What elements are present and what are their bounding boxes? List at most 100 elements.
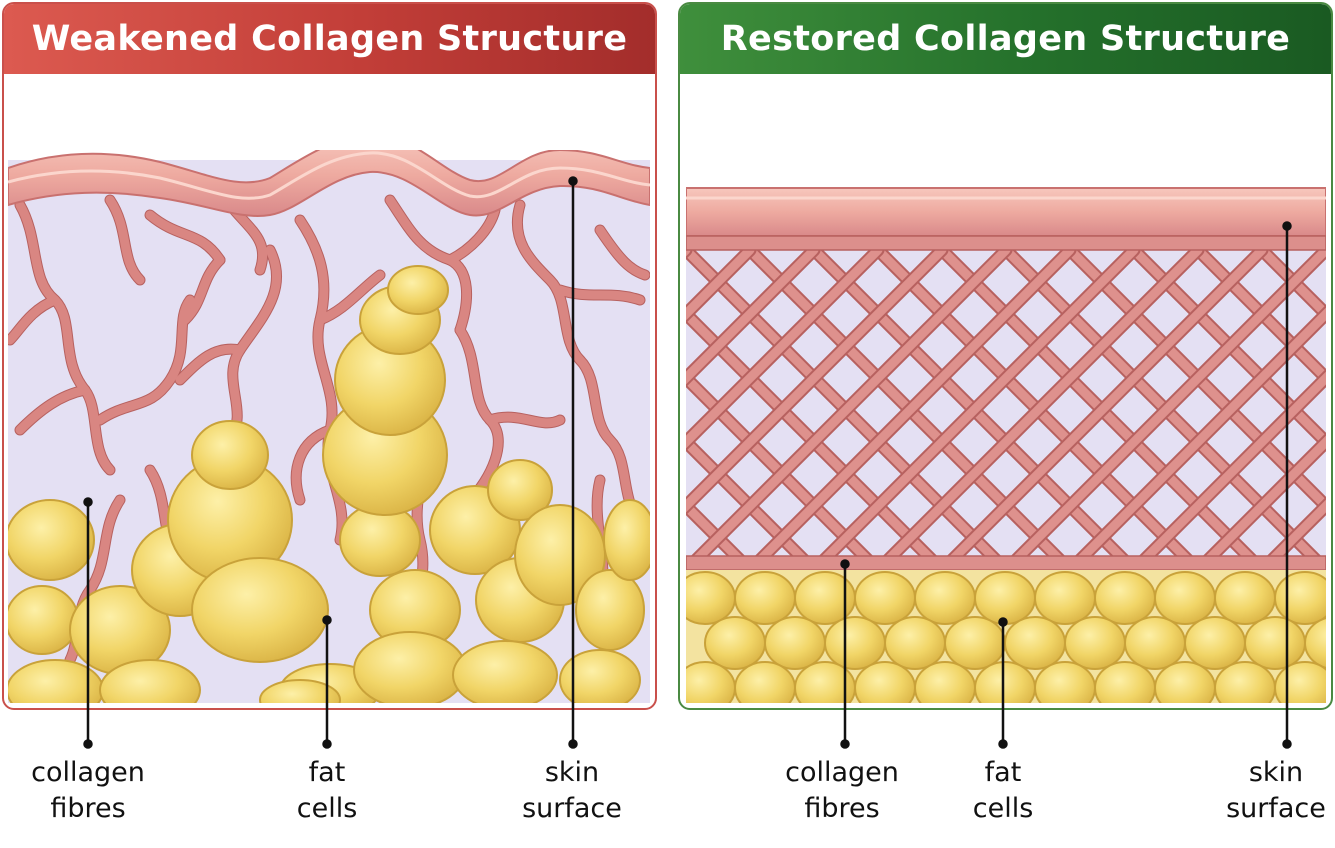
fat-cell — [974, 571, 1036, 625]
mesh-fibre — [1075, 307, 1326, 565]
mesh-fibre — [1257, 245, 1326, 321]
mesh-fibre — [755, 245, 1075, 565]
mesh-fibre — [1129, 245, 1326, 449]
mesh-fibre — [686, 245, 819, 385]
mesh-fibre — [1193, 245, 1326, 385]
fat-cell — [914, 571, 976, 625]
fat-cell — [259, 679, 341, 703]
mesh-fibre — [1267, 499, 1326, 565]
fat-cell — [734, 661, 796, 703]
fat-cell — [1004, 616, 1066, 670]
fat-cell — [191, 420, 269, 490]
weakened-tissue — [8, 150, 650, 703]
fat-cell — [1064, 616, 1126, 670]
restored-skin-surface — [686, 187, 1326, 237]
fibre-strand — [512, 200, 585, 365]
mesh-fibre — [1139, 371, 1326, 565]
fat-cell — [1274, 571, 1326, 625]
weakened-skin-surface — [8, 150, 650, 217]
fibre-strand — [95, 295, 195, 425]
fibre-strand — [595, 225, 650, 280]
fat-cell — [686, 661, 736, 703]
mesh-fibre — [691, 245, 1011, 565]
fibre-strand — [180, 255, 225, 325]
mesh-fibre — [947, 245, 1267, 565]
restored-matrix — [686, 250, 1326, 570]
fibre-strand — [145, 210, 225, 265]
fat-cell — [1094, 661, 1156, 703]
fibre-strand — [575, 355, 645, 525]
fibre-strand — [15, 200, 115, 475]
fat-cell — [559, 649, 641, 703]
restored-base-fibre — [686, 555, 1326, 571]
mesh-fibre — [1321, 245, 1326, 257]
fat-cell — [854, 571, 916, 625]
mesh-fibre — [1065, 245, 1326, 513]
mesh-fibre — [1203, 435, 1326, 565]
fat-cell — [854, 661, 916, 703]
fat-cell — [686, 571, 736, 625]
restored-skin-underlayer — [686, 235, 1326, 251]
fat-cell — [487, 459, 553, 521]
fat-cell — [387, 265, 449, 315]
fat-cell — [191, 557, 329, 663]
fibre-strand — [15, 385, 90, 435]
fibre-strand — [445, 205, 500, 265]
fat-cell — [884, 616, 946, 670]
fat-cell — [1214, 571, 1276, 625]
weakened-skin-highlight — [8, 151, 650, 200]
leader-lines — [83, 176, 1292, 749]
fat-cell — [99, 659, 201, 703]
mesh-fibre — [819, 245, 1139, 565]
fat-cell — [1154, 661, 1216, 703]
fat-cell — [1154, 571, 1216, 625]
mesh-fibre-shadow — [1319, 243, 1326, 260]
fibre-strand — [555, 285, 645, 305]
fat-cell — [764, 616, 826, 670]
fat-cell — [1124, 616, 1186, 670]
mesh-fibre — [1011, 245, 1326, 565]
fibre-strand — [291, 425, 335, 505]
fibre-strand — [8, 295, 60, 345]
restored-fat-cells — [686, 571, 1326, 703]
fat-cell — [734, 571, 796, 625]
fat-cell — [8, 585, 79, 655]
fibre-strand — [175, 344, 245, 385]
fat-cell — [1184, 616, 1246, 670]
fat-cell — [974, 661, 1036, 703]
restored-collagen-mesh — [686, 243, 1326, 567]
restored-panel-title: Restored Collagen Structure — [680, 4, 1331, 74]
fat-cell — [603, 499, 650, 581]
fat-cell — [704, 616, 766, 670]
weakened-fat-cells — [8, 265, 650, 703]
fat-cell — [1274, 661, 1326, 703]
fat-cell — [353, 631, 467, 703]
mesh-fibre — [686, 245, 755, 321]
fat-cell — [914, 661, 976, 703]
fat-cell — [1034, 661, 1096, 703]
fat-cell — [8, 499, 95, 581]
restored-tissue — [686, 187, 1326, 703]
fibre-strand — [105, 195, 145, 285]
mesh-fibre — [883, 245, 1203, 565]
fat-cell — [575, 569, 645, 651]
fat-cell — [1214, 661, 1276, 703]
fat-cell — [824, 616, 886, 670]
fat-cell — [1034, 571, 1096, 625]
mesh-fibre — [686, 245, 947, 513]
fat-cell — [1094, 571, 1156, 625]
mesh-fibre — [686, 245, 883, 449]
fat-cell — [452, 640, 558, 703]
fibre-strand — [485, 412, 565, 428]
fat-cell — [944, 616, 1006, 670]
weakened-panel-title: Weakened Collagen Structure — [4, 4, 655, 74]
fibre-strand — [315, 270, 385, 325]
fat-cell — [1244, 616, 1306, 670]
